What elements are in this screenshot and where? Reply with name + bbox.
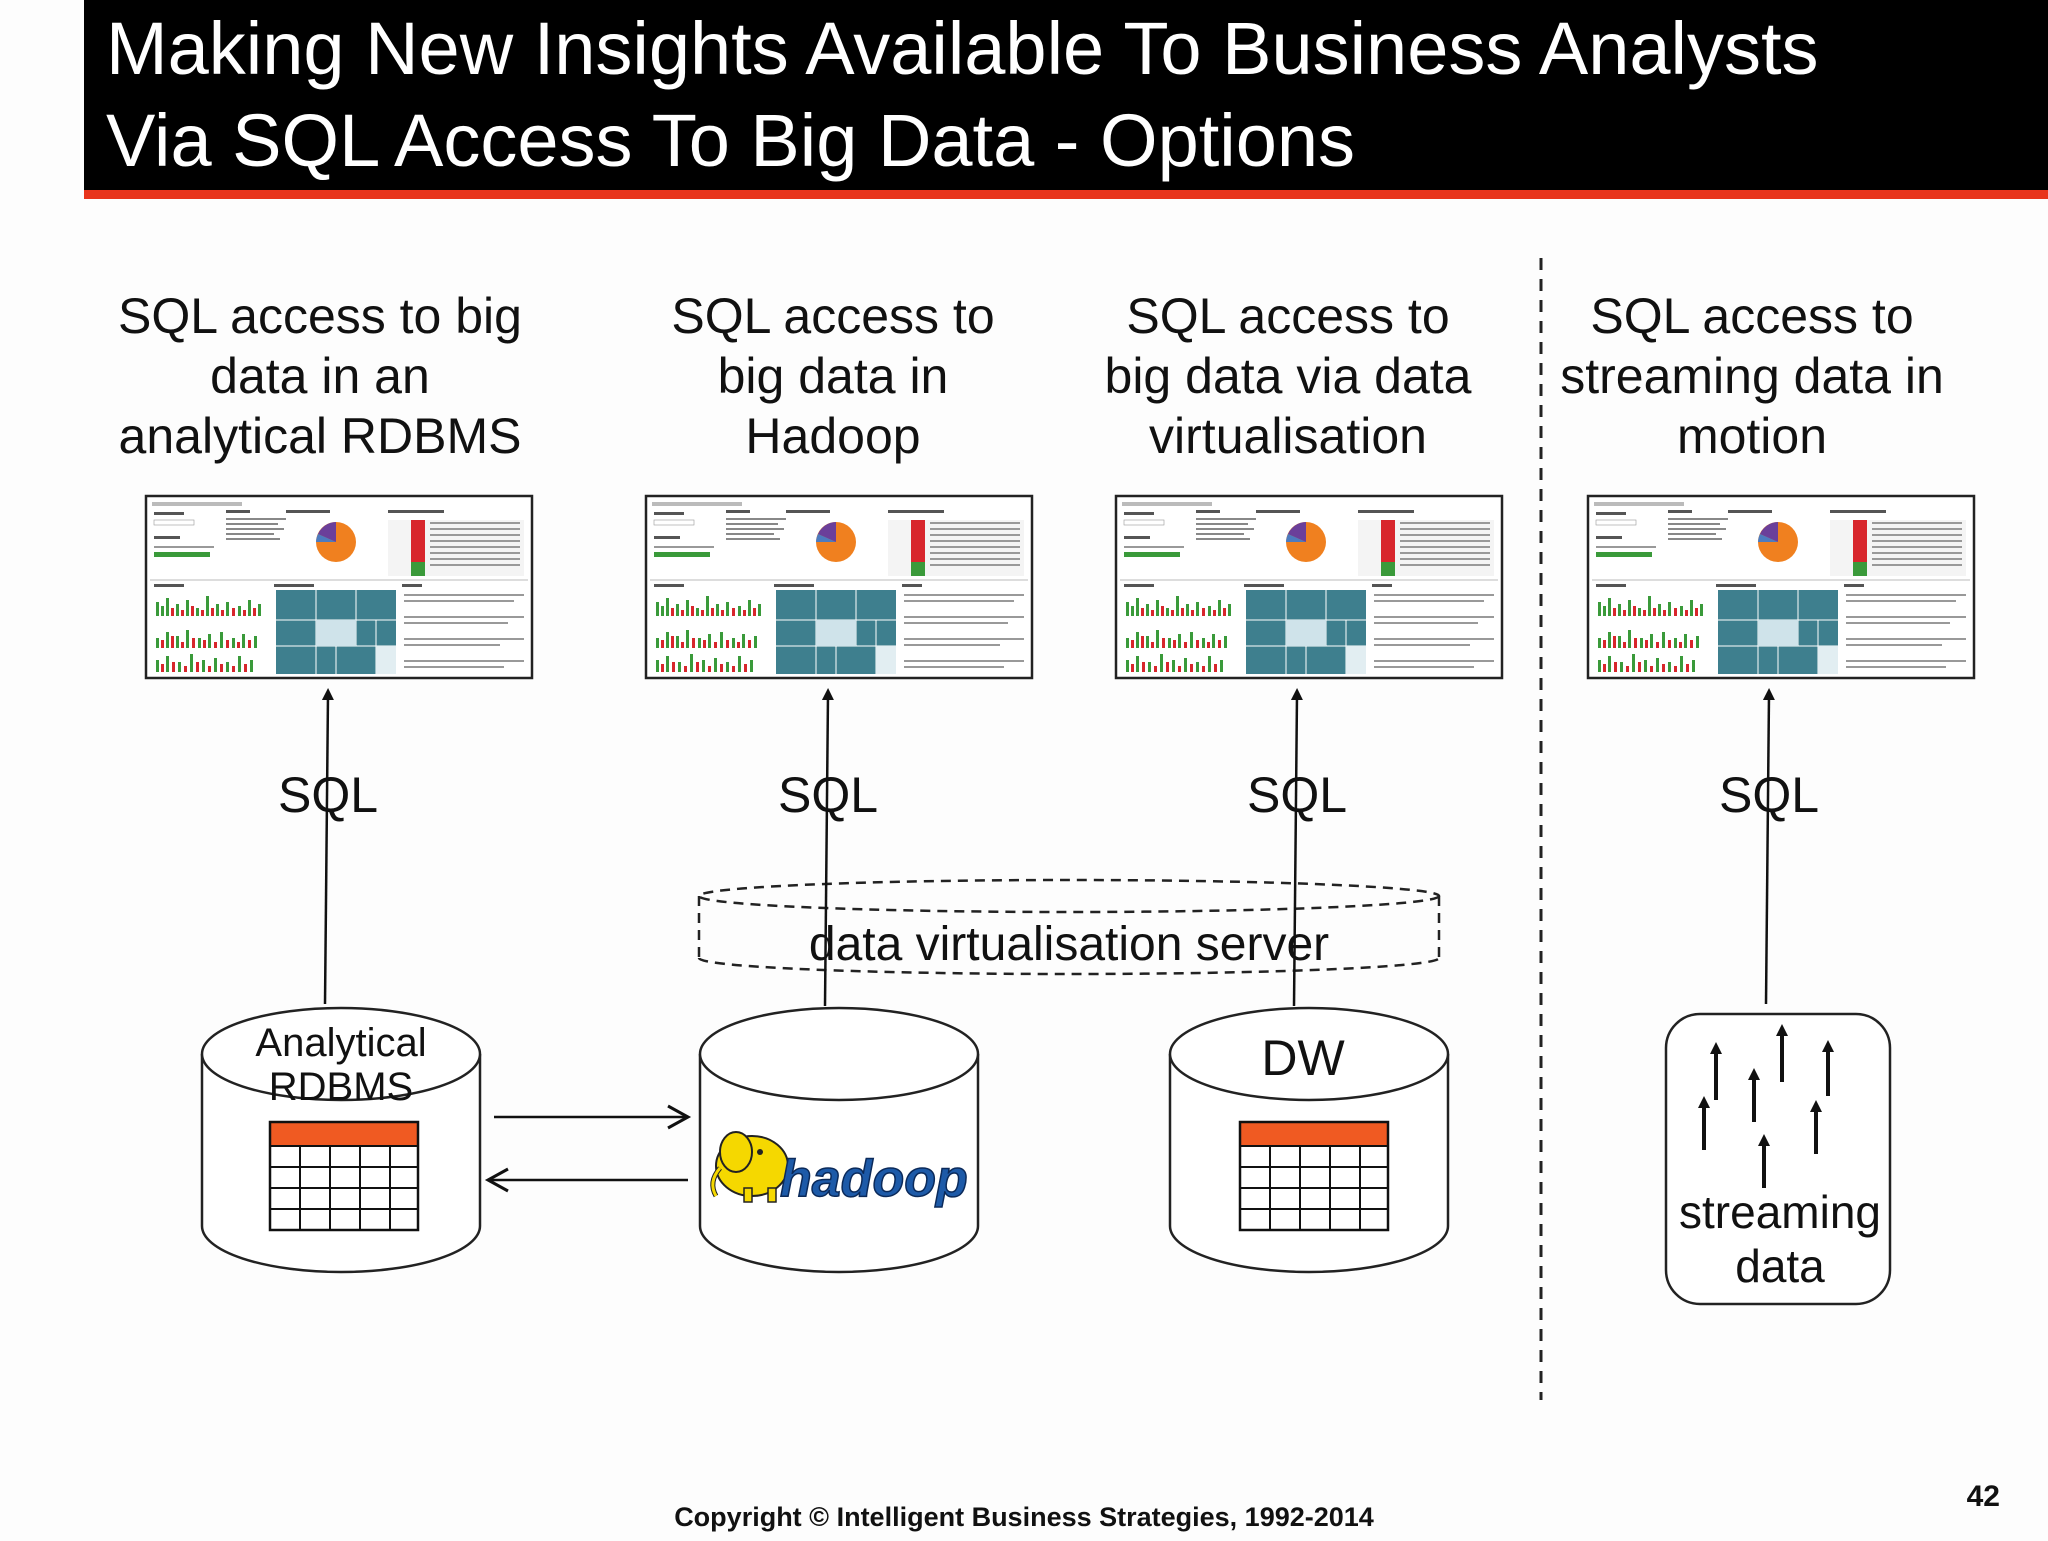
streaming-label-line2: data [1735, 1240, 1825, 1292]
sql-label-1: SQL [278, 767, 378, 823]
col1-heading-line2: data in an [210, 348, 430, 404]
hadoop-logo: hadoop [710, 1124, 969, 1210]
sql-arrow-3 [1290, 688, 1303, 1007]
col3-heading-line1: SQL access to [1126, 288, 1449, 344]
streaming-label-line1: streaming [1679, 1186, 1881, 1238]
dashboard-thumbnail-4 [1586, 494, 1976, 680]
header-accent-line [84, 190, 2048, 199]
analytical-rdbms-cylinder [200, 1006, 482, 1274]
analytical-label-line1: Analytical [255, 1021, 426, 1065]
sql-label-2: SQL [778, 767, 878, 823]
sql-arrow-2 [821, 688, 834, 1007]
title-line-1: Making New Insights Available To Busines… [106, 7, 1819, 90]
copyright-text: Copyright © Intelligent Business Strateg… [674, 1502, 1374, 1532]
col2-heading-line2: big data in [718, 348, 949, 404]
sql-arrow-4 [1762, 688, 1775, 1005]
sql-arrows [321, 688, 1775, 1007]
dashboard-thumbnail-3 [1114, 494, 1504, 680]
dv-server-label: data virtualisation server [809, 918, 1329, 971]
col3-heading-line3: virtualisation [1149, 408, 1427, 464]
analytical-label-line2: RDBMS [269, 1065, 413, 1109]
col4-heading-line3: motion [1677, 408, 1827, 464]
dashboard-thumbnail-2 [644, 494, 1034, 680]
col4-heading-line2: streaming data in [1560, 348, 1944, 404]
sql-label-4: SQL [1719, 767, 1819, 823]
header-bar [84, 0, 2048, 190]
sql-arrow-1 [321, 688, 334, 1005]
hadoop-elephant-icon [710, 1131, 789, 1203]
col1-heading-line3: analytical RDBMS [119, 408, 522, 464]
data-virtualisation-server [697, 878, 1441, 976]
streaming-data-box [1664, 1012, 1892, 1306]
dw-label: DW [1261, 1030, 1345, 1086]
col3-heading-line2: big data via data [1105, 348, 1472, 404]
streaming-arrows-icon [1698, 1024, 1834, 1188]
title-line-2: Via SQL Access To Big Data - Options [106, 99, 1355, 182]
col1-heading-line1: SQL access to big [118, 288, 522, 344]
col4-heading-line1: SQL access to [1590, 288, 1913, 344]
sql-label-3: SQL [1247, 767, 1347, 823]
hadoop-logo-text: hadoop [780, 1150, 968, 1208]
col2-heading-line1: SQL access to [671, 288, 994, 344]
col2-heading-line3: Hadoop [745, 408, 920, 464]
dashboard-thumbnail-1 [144, 494, 534, 680]
page-number: 42 [1967, 1480, 2000, 1513]
